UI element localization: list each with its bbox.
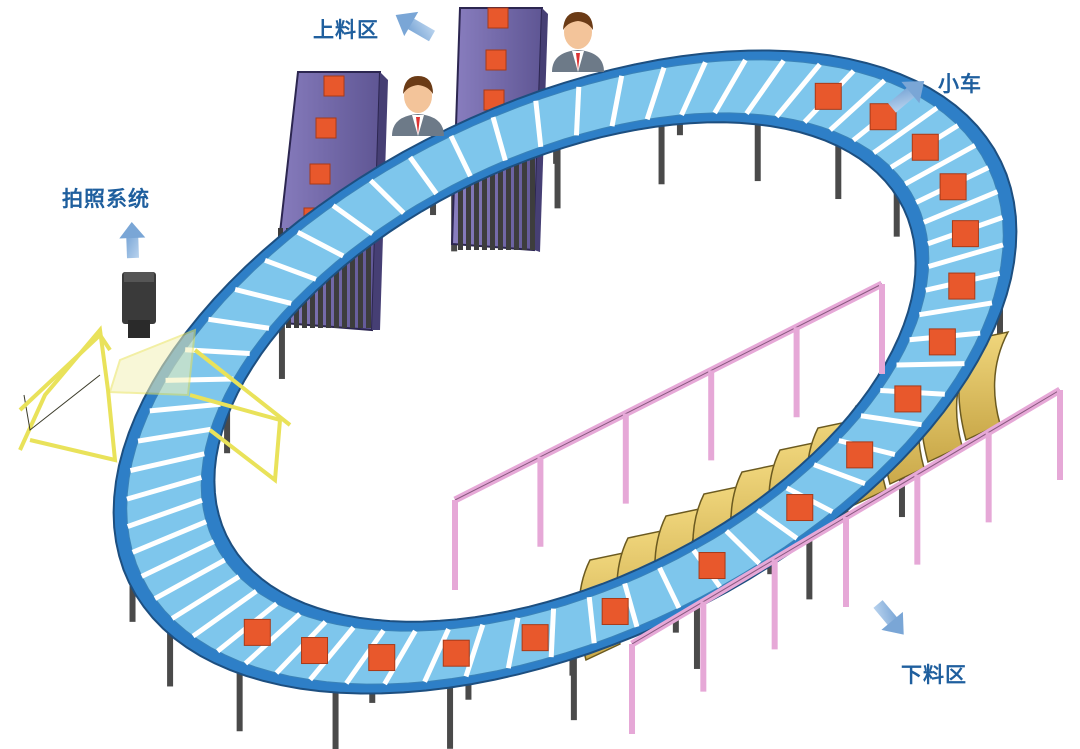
camera-icon [122,272,156,324]
unloading-area-label: 下料区 [901,663,967,687]
parcel [442,639,470,667]
tray-divider [368,178,406,215]
loading-area-label: 上料区 [313,18,379,42]
parcel [939,173,967,201]
tray-divider [860,413,922,428]
tray-divider [308,625,356,682]
parcel [521,624,549,652]
parcel [487,7,509,29]
tray-divider [744,59,786,115]
track-parcels [243,82,979,672]
tray-divider [918,300,993,318]
tray-divider [774,62,822,119]
safety-railings [452,280,1063,734]
camera-system-label: 拍照系统 [62,187,150,211]
tray-divider [679,61,708,116]
tray-divider [622,582,640,628]
parcel [786,494,814,522]
tray-divider [234,286,292,306]
arrow-icon [873,600,904,635]
tray-divider [129,451,205,474]
operator-icon [392,76,444,136]
tray-divider [331,203,374,236]
tray-divider [548,608,557,658]
tray-divider [724,529,762,566]
tray-divider [927,242,1004,269]
tray-divider [126,497,203,529]
tray-divider [149,401,221,414]
arrow-icon [119,222,146,259]
parcel [315,117,337,139]
parcel [368,644,396,672]
tray-divider [408,155,439,196]
tray-divider [126,475,203,502]
tray-divider [448,134,473,178]
tray-divider [505,617,521,669]
parcel [301,637,329,665]
tray-divider [828,78,887,132]
parcel [948,272,976,300]
tray-divider [922,189,999,225]
tray-divider [813,462,866,487]
tray-divider [140,539,215,579]
tray-divider [137,426,212,444]
parcel [309,163,331,185]
tray-divider [533,100,544,148]
tray-divider [573,86,582,136]
tray-divider [153,557,226,601]
parcel [894,385,922,413]
tray-divider [586,596,597,644]
operator-icon [552,12,604,72]
tray-divider [904,143,977,187]
parcel [323,75,345,97]
tray-divider [872,105,939,155]
parcel [243,618,271,646]
tray-divider [264,257,317,282]
parcel [911,133,939,161]
arrow-icon [888,81,925,113]
tray-divider [131,519,208,555]
tray-divider [243,612,302,666]
tray-divider [712,58,748,115]
tray-divider [756,508,799,541]
parcel [601,597,629,625]
tray-divider [644,66,667,121]
tray-divider [422,628,451,683]
arrow-icon [395,11,435,42]
tray-divider [208,316,270,331]
tray-divider [274,620,328,675]
tray-divider [463,623,486,678]
tray-divider [191,589,258,639]
parcel [698,552,726,580]
tray-divider [609,75,625,127]
parcel [869,103,897,131]
parcel [846,441,874,469]
tray-divider [382,629,418,686]
parcel [928,328,956,356]
tray-divider [657,566,682,610]
parcel [814,82,842,110]
parcel [485,49,507,71]
tray-divider [896,361,965,368]
camera-station [18,272,292,484]
cart-label: 小车 [938,72,982,96]
parcel [951,220,979,248]
tray-divider [296,230,345,259]
tray-divider [170,574,241,621]
tray-divider [490,116,508,162]
tray-divider [344,629,386,685]
